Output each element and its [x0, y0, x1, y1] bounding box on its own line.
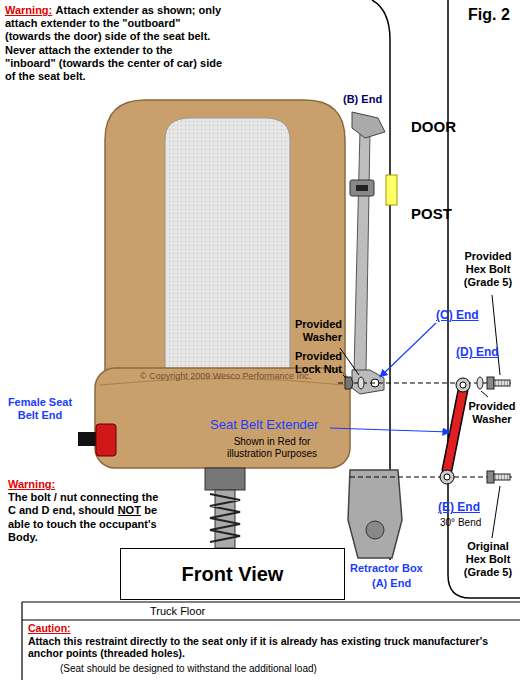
seat-back	[105, 100, 345, 380]
label-group: Warning:Attach extender as shown; only a…	[5, 4, 223, 83]
note-text: Shown in Red for illustration Purposes	[227, 436, 317, 459]
warning-heading: Caution:	[28, 622, 512, 635]
label-group: Retractor Box	[350, 562, 423, 575]
female-buckle	[78, 424, 116, 456]
note-text: 30° Bend	[440, 517, 481, 528]
e-end-ring	[440, 470, 454, 484]
note-text: Attach this restraint directly to the se…	[28, 635, 488, 660]
label-group: Caution:Attach this restraint directly t…	[28, 622, 512, 660]
part-label: Provided Hex Bolt (Grade 5)	[464, 250, 512, 288]
base-box: Front View	[120, 548, 345, 600]
seat-spring	[210, 494, 240, 542]
belt-tongue	[350, 180, 374, 196]
box-label: Front View	[182, 563, 284, 586]
door-post-label: DOOR	[411, 118, 426, 136]
label-group: Provided Hex Bolt (Grade 5)	[459, 250, 517, 290]
note-emphasis: NOT	[118, 504, 141, 516]
label-group: Shown in Red for illustration Purposes	[212, 436, 332, 460]
figure-title: Fig. 2	[468, 6, 510, 24]
b-end-anchor	[352, 112, 385, 138]
washer-right	[477, 377, 483, 389]
label-group: (D) End	[456, 345, 499, 359]
seat-belt	[354, 130, 370, 372]
label-group: (A) End	[372, 577, 411, 590]
label-group: DOOR	[411, 118, 426, 136]
label-group: (E) End	[438, 500, 480, 514]
part-label: Female Seat Belt End	[8, 396, 72, 421]
label-group: Female Seat Belt End	[4, 396, 76, 422]
part-label: (B) End	[343, 93, 382, 105]
part-label: Original Hex Bolt (Grade 5)	[464, 540, 512, 578]
label-group: (Seat should be designed to withstand th…	[60, 663, 317, 675]
end-label: (E) End	[438, 500, 480, 514]
end-label: (C) End	[436, 308, 479, 322]
belt-tag	[386, 175, 397, 205]
part-label: (A) End	[372, 577, 411, 589]
seat-pedestal	[205, 468, 245, 490]
seat-belt-extender	[447, 390, 463, 470]
note-text: Truck Floor	[150, 605, 205, 617]
d-end-ring	[456, 378, 470, 392]
bolt-axis	[338, 383, 512, 477]
label-group: POST	[411, 205, 426, 223]
seat-panel	[165, 118, 290, 378]
pointer-arrows	[330, 323, 450, 432]
end-label: (D) End	[456, 345, 499, 359]
door-post-label: POST	[411, 205, 426, 223]
label-group: © Copyright 2009 Wesco Performance Inc.	[140, 371, 311, 382]
washer-left	[358, 377, 364, 389]
note-text: (Seat should be designed to withstand th…	[60, 663, 317, 674]
hex-bolt-provided	[487, 377, 510, 389]
lock-nut	[345, 377, 353, 389]
part-label: Provided Washer	[295, 318, 342, 343]
seat-cushion	[95, 368, 350, 468]
hex-bolt-original	[487, 471, 510, 483]
part-label: Seat Belt Extender	[210, 417, 318, 432]
watermark: © Copyright 2009 Wesco Performance Inc.	[140, 371, 311, 381]
truck-floor	[22, 602, 520, 680]
retractor-box	[348, 470, 402, 558]
label-group: Original Hex Bolt (Grade 5)	[459, 540, 517, 580]
label-group: Provided Washer	[467, 400, 517, 426]
warning-heading: Warning:	[5, 4, 52, 16]
label-group: Truck Floor	[150, 605, 205, 618]
part-label: Retractor Box	[350, 562, 423, 574]
label-group: 30° Bend	[440, 517, 481, 529]
part-label: Provided Washer	[468, 400, 515, 425]
c-end-plate	[352, 370, 384, 394]
label-group: Seat Belt Extender	[210, 417, 318, 433]
warning-heading: Warning:	[8, 478, 160, 491]
label-group: (C) End	[436, 308, 479, 322]
label-group: Provided Washer	[288, 318, 342, 344]
label-group: (B) End	[343, 93, 382, 106]
label-group: Warning:The bolt / nut connecting the C …	[8, 478, 160, 544]
